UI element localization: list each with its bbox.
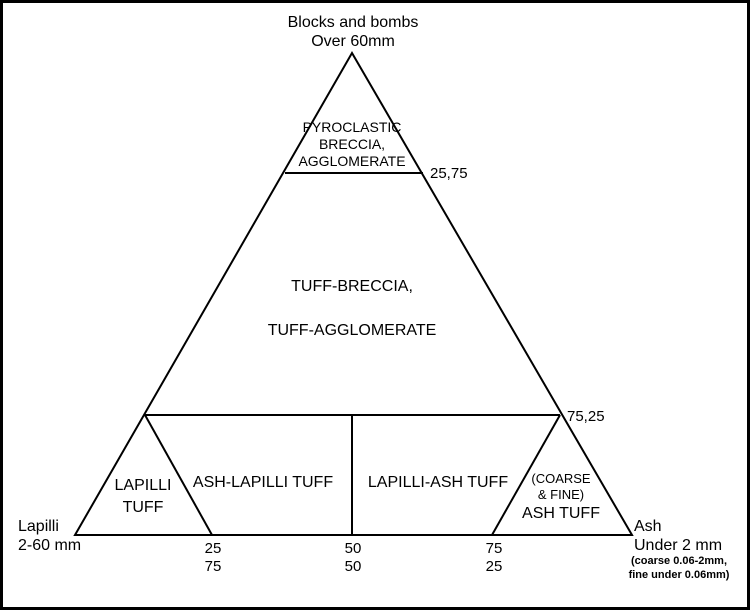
apex-top-line1: Blocks and bombs <box>287 14 419 31</box>
tick-base-50-top: 50 <box>344 540 362 557</box>
tick-base-25-bottom: 75 <box>204 558 222 575</box>
field-lapilli-tuff: LAPILLI TUFF <box>103 475 183 519</box>
apex-right-line2: Under 2 mm <box>634 537 723 554</box>
tick-upper-side: 25,75 <box>430 165 468 182</box>
field-pyroclastic-line2: BRECCIA, <box>318 136 386 152</box>
tick-base-50: 50 50 <box>333 540 373 576</box>
field-ash-tuff-note2: & FINE) <box>537 487 585 502</box>
ternary-diagram <box>73 51 634 536</box>
apex-top-label: Blocks and bombs Over 60mm <box>263 13 443 51</box>
field-lapilli-ash-tuff: LAPILLI-ASH TUFF <box>367 474 509 491</box>
apex-right-note1: (coarse 0.06-2mm, <box>631 555 727 567</box>
apex-right-note: (coarse 0.06-2mm, fine under 0.06mm) <box>615 554 743 582</box>
field-lapilli-tuff-line1: LAPILLI <box>114 477 172 494</box>
tick-middle-side: 75,25 <box>567 408 605 425</box>
field-pyroclastic-line1: PYROCLASTIC <box>302 119 402 135</box>
tick-base-75-top: 75 <box>485 540 503 557</box>
field-tuff-agglomerate: TUFF-AGGLOMERATE <box>267 322 437 339</box>
field-ash-tuff-name: ASH TUFF <box>522 505 600 522</box>
field-ash-tuff: (COARSE & FINE) ASH TUFF <box>511 471 611 525</box>
apex-right-line1: Ash <box>634 518 662 535</box>
outer-triangle <box>73 51 634 536</box>
field-lapilli-tuff-line2: TUFF <box>122 499 164 516</box>
field-ash-tuff-note1: (COARSE <box>531 471 591 486</box>
field-tuff-breccia: TUFF-BRECCIA, <box>291 278 413 295</box>
field-ash-lapilli-tuff: ASH-LAPILLI TUFF <box>192 474 334 491</box>
tick-base-25-top: 25 <box>204 540 222 557</box>
apex-left-label: Lapilli 2-60 mm <box>18 517 81 555</box>
field-pyroclastic-line3: AGGLOMERATE <box>298 153 406 169</box>
tick-base-75-bottom: 25 <box>485 558 503 575</box>
divider-75 <box>491 414 561 536</box>
apex-top-line2: Over 60mm <box>311 33 395 50</box>
divider-25 <box>144 414 213 536</box>
apex-left-line1: Lapilli <box>18 518 59 535</box>
tick-base-50-bottom: 50 <box>344 558 362 575</box>
field-pyroclastic-breccia: PYROCLASTIC BRECCIA, AGGLOMERATE <box>282 119 422 170</box>
apex-right-note2: fine under 0.06mm) <box>628 569 730 581</box>
apex-right-label: Ash Under 2 mm <box>634 517 722 555</box>
tick-base-75: 75 25 <box>474 540 514 576</box>
tick-base-25: 25 75 <box>193 540 233 576</box>
apex-left-line2: 2-60 mm <box>18 537 82 554</box>
